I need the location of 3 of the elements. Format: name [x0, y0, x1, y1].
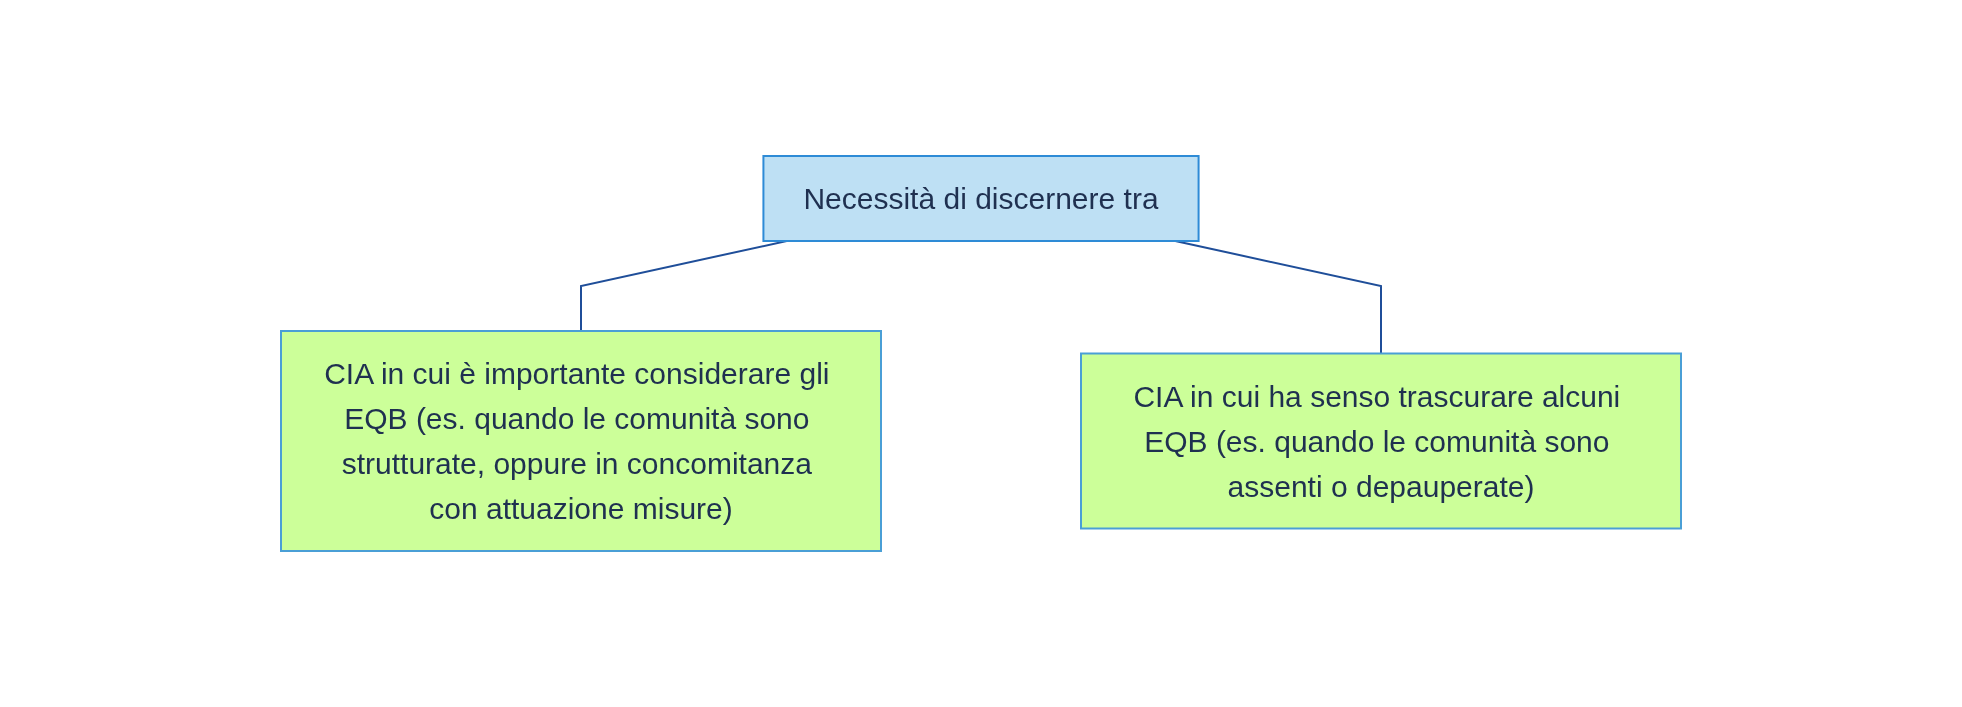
node-box: CIA in cui ha senso trascurare alcuni EQB (es. quando le comunità sono assenti o depauperate) [1080, 352, 1682, 530]
node-box: Necessità di discernere tra [762, 155, 1200, 242]
node-box: CIA in cui è importante considerare gli EQB (es. quando le comunità sono strutturate, oppure in concomitanza con attuazione misure) [280, 330, 882, 552]
